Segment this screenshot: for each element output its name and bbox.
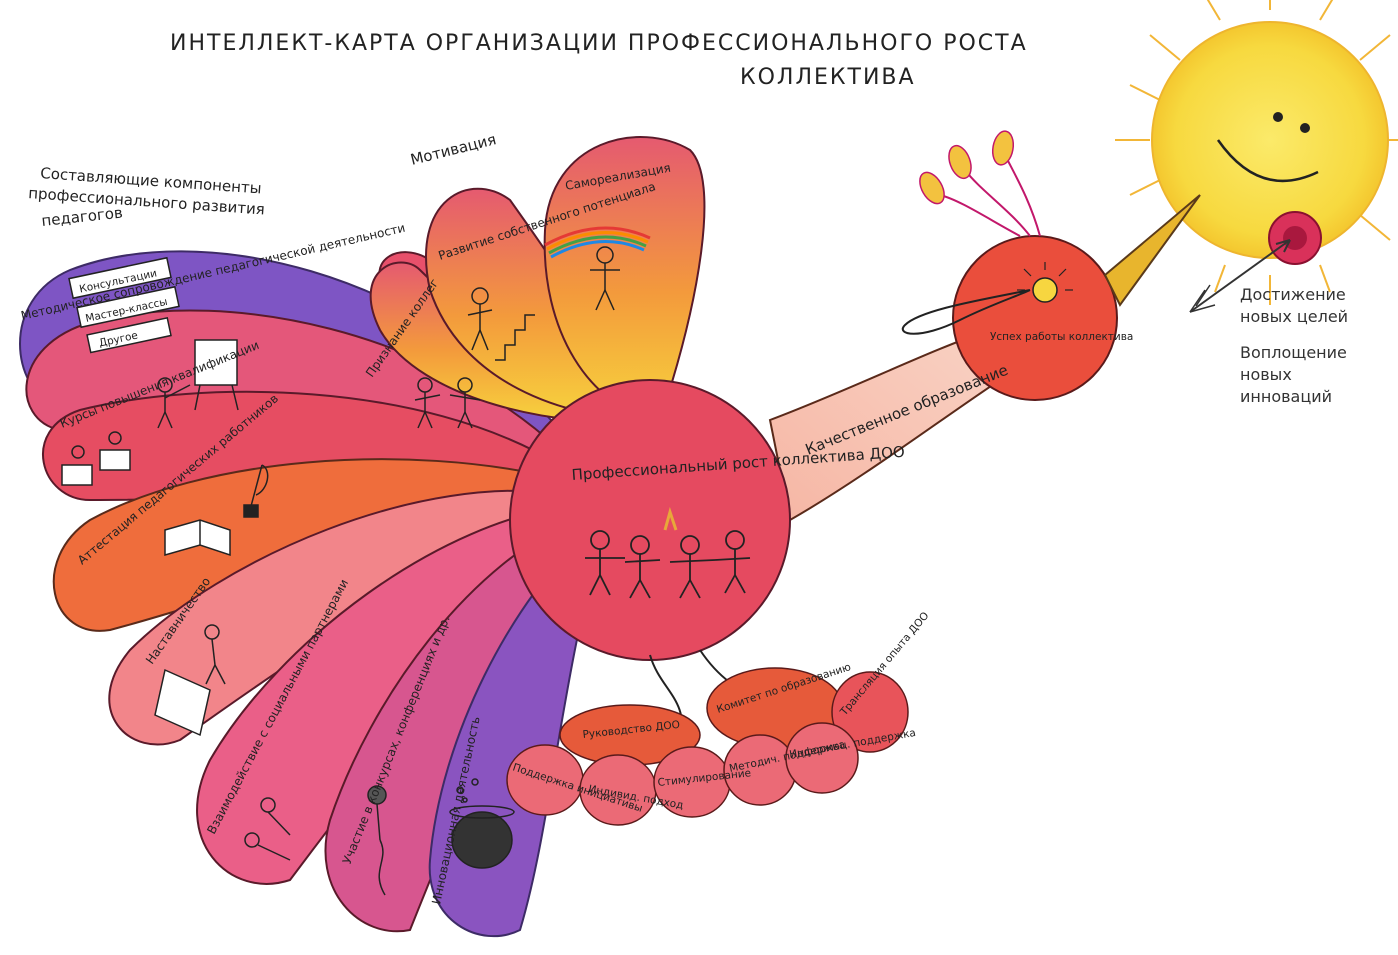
body-circle [510,380,790,660]
goal-line-1: Достижение [1240,285,1346,304]
goal-line-3: Воплощение [1240,343,1347,362]
sun-disc [1152,22,1388,258]
sun [1115,0,1398,305]
beak [1105,195,1200,305]
head-label: Успех работы коллектива [990,331,1133,343]
crest [915,130,1040,236]
map-title-line1: ИНТЕЛЛЕКТ-КАРТА ОРГАНИЗАЦИИ ПРОФЕССИОНАЛ… [170,31,1028,56]
goal-line-4: новых [1240,365,1292,384]
components-heading-3: педагогов [41,204,124,230]
goal-line-2: новых целей [1240,307,1348,326]
motivation-heading: Мотивация [409,130,498,169]
sun-eye-right [1300,123,1310,133]
sun-eye-left [1273,112,1283,122]
goal-line-5: инноваций [1240,387,1332,406]
map-title-line2: КОЛЛЕКТИВА [740,65,916,90]
